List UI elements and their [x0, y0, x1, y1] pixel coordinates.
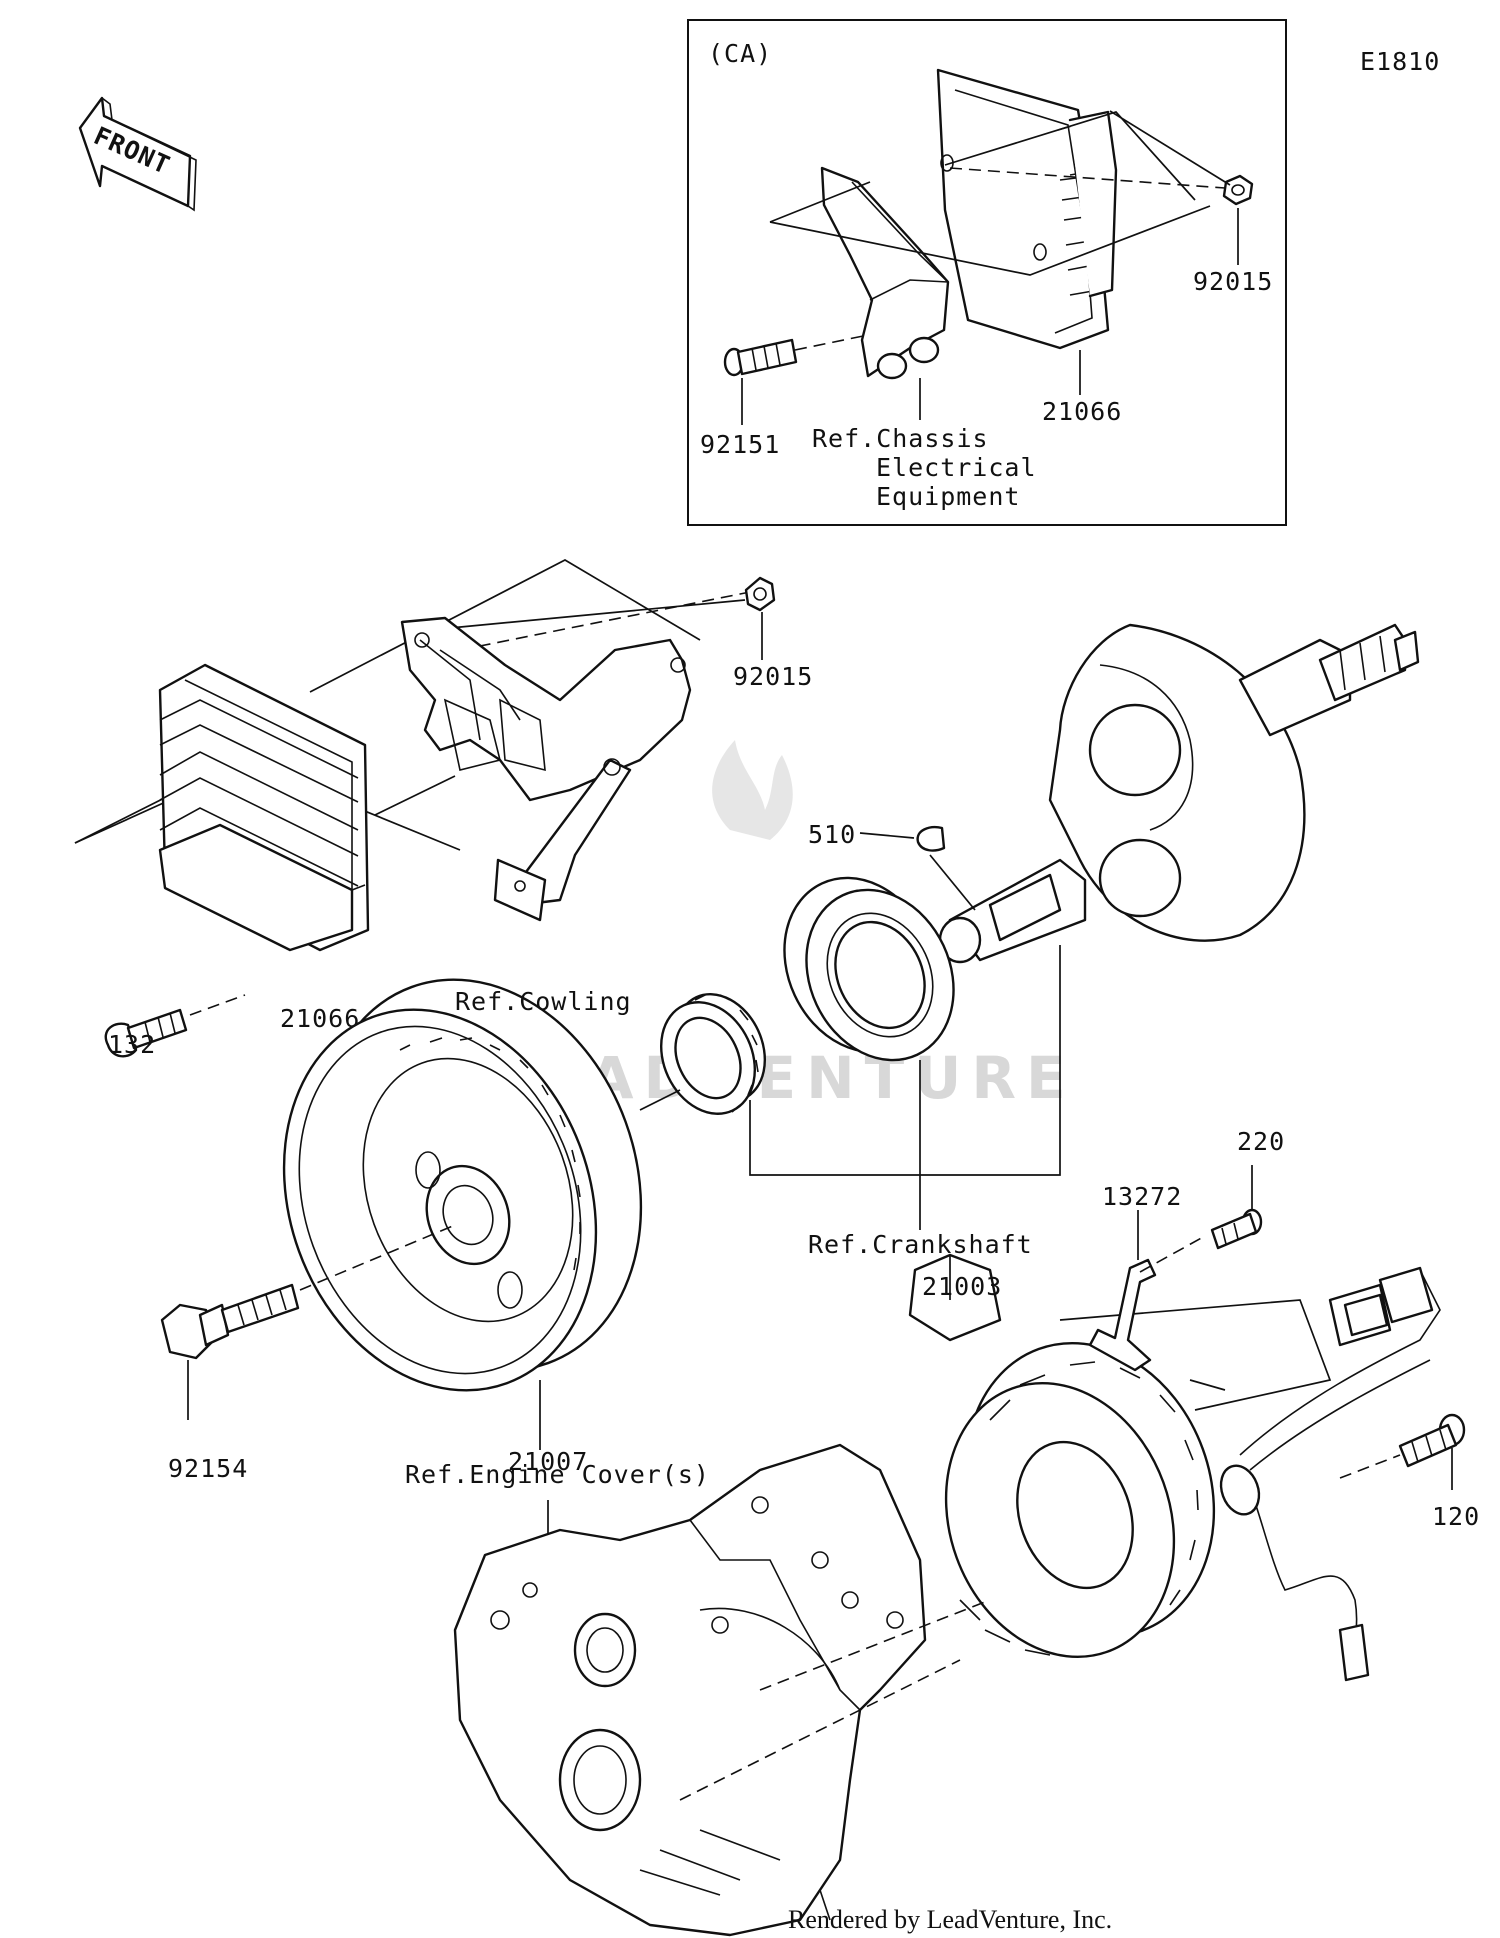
- part-220-bolt: [1210, 1165, 1263, 1250]
- label-ref-chassis-line1: Ref.Chassis: [812, 424, 989, 453]
- crankshaft-bearing: [783, 876, 955, 1230]
- ca-inset-frame: [687, 19, 1287, 526]
- label-21066: 21066: [280, 1004, 360, 1033]
- part-92154-flywheel-bolt: [160, 1283, 300, 1420]
- cowling-bracket: [400, 616, 692, 922]
- label-220: 220: [1237, 1127, 1285, 1156]
- crankshaft: [749, 623, 1420, 1176]
- label-ref-crankshaft: Ref.Crankshaft: [808, 1230, 1033, 1259]
- part-92151-inset-bolt: [723, 338, 798, 377]
- label-21066-inset: 21066: [1042, 397, 1122, 426]
- label-ref-chassis-line3: Equipment: [876, 482, 1020, 511]
- diagram-code: E1810: [1360, 47, 1440, 76]
- front-arrow-icon: FRONT: [78, 96, 197, 212]
- label-21003: 21003: [922, 1272, 1002, 1301]
- label-120: 120: [1432, 1502, 1480, 1531]
- label-ref-engine-cover: Ref.Engine Cover(s): [405, 1460, 710, 1489]
- stator-wiring-harness: [1059, 1266, 1441, 1682]
- part-92015-nut: [744, 576, 776, 612]
- label-92154: 92154: [168, 1454, 248, 1483]
- label-ref-chassis-line2: Electrical: [876, 453, 1037, 482]
- part-21066-regulator: [158, 663, 370, 952]
- ca-inset: (CA): [687, 19, 1287, 526]
- label-ref-cowling: Ref.Cowling: [455, 987, 632, 1016]
- label-510: 510: [808, 820, 856, 849]
- part-92015-inset-nut: [1222, 174, 1254, 206]
- inset-chassis-bracket: [820, 166, 950, 380]
- part-13272-clamp: [1088, 1210, 1206, 1372]
- part-21003-stator: [908, 1253, 1216, 1659]
- ca-inset-label: (CA): [708, 39, 772, 68]
- label-132: 132: [108, 1030, 156, 1059]
- label-92151: 92151: [700, 430, 780, 459]
- label-92015: 92015: [733, 662, 813, 691]
- render-credit: Rendered by LeadVenture, Inc.: [788, 1905, 1112, 1934]
- crankshaft-gear: [639, 993, 767, 1115]
- label-13272: 13272: [1102, 1182, 1182, 1211]
- part-21066-inset-regulator: [936, 68, 1118, 350]
- label-92015-inset: 92015: [1193, 267, 1273, 296]
- engine-cover: [453, 1443, 927, 1937]
- part-120-bolt: [1339, 1413, 1466, 1490]
- label-21007: 21007: [508, 1447, 588, 1476]
- part-510-woodruff-key: [916, 826, 946, 852]
- part-132-bolt: [104, 1008, 188, 1058]
- part-21007-flywheel-rotor: [282, 978, 643, 1450]
